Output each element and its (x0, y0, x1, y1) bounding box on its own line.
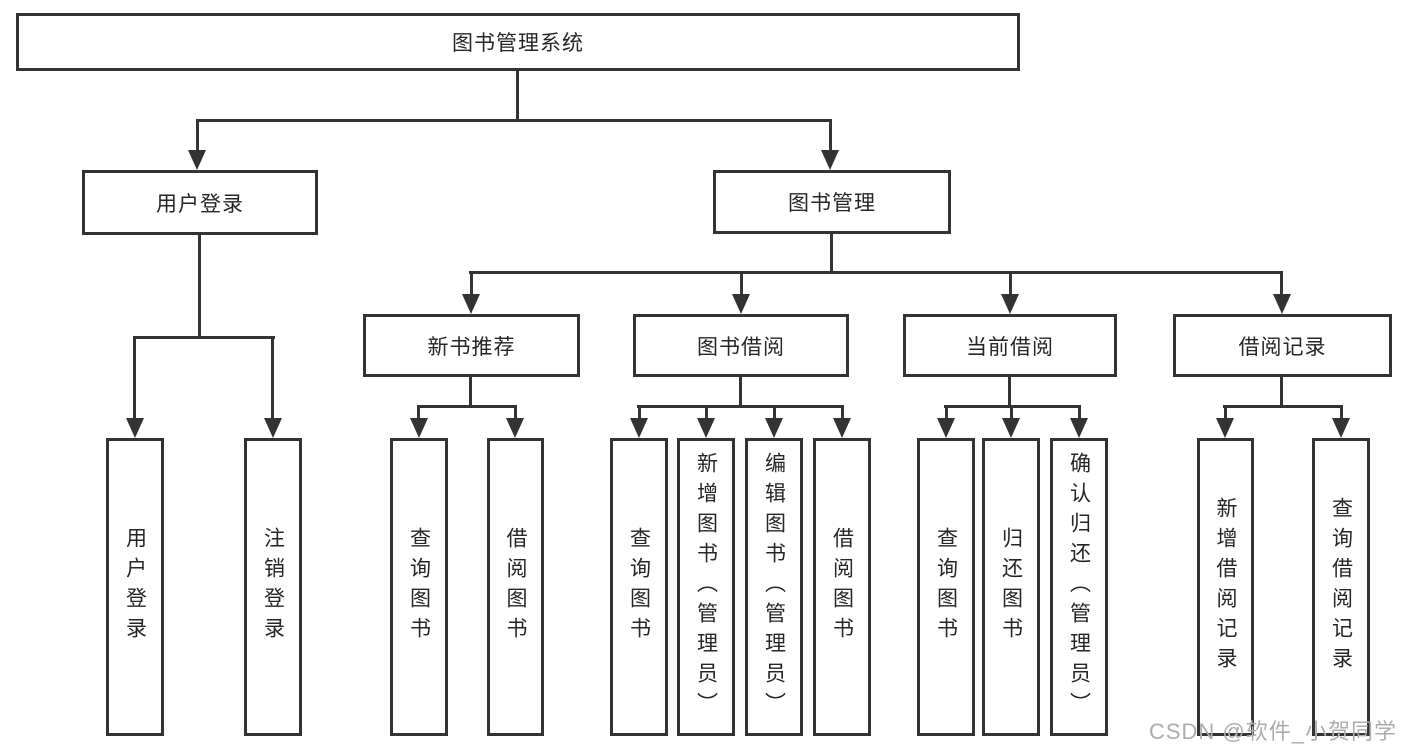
node-book-management: 图书管理 (713, 170, 951, 234)
leaf-edit-books-admin-label: 编辑图书（管理员） (762, 452, 786, 722)
arrow-down-icon (264, 418, 282, 438)
connector-drop-user-login (196, 119, 199, 153)
connector-book-borrow-bar (637, 405, 844, 408)
leaf-add-books-admin: 新增图书（管理员） (677, 438, 735, 736)
leaf-user-login-label: 用户登录 (123, 527, 147, 647)
leaf-logout: 注销登录 (244, 438, 302, 736)
arrow-down-icon (732, 294, 750, 314)
arrow-down-icon (630, 418, 648, 438)
node-user-login: 用户登录 (82, 170, 318, 235)
arrow-down-icon (937, 418, 955, 438)
node-book-borrow: 图书借阅 (633, 314, 849, 377)
arrow-down-icon (1216, 418, 1234, 438)
connector-book-management-stem (830, 233, 833, 274)
connector-new-book-bar (417, 405, 517, 408)
node-borrow-records-label: 借阅记录 (1238, 335, 1327, 359)
connector-drop-leaf-logout (271, 336, 274, 420)
arrow-down-icon (462, 294, 480, 314)
connector-root-bar (196, 119, 832, 122)
leaf-borrow-books: 借阅图书 (487, 438, 544, 736)
connector-drop (841, 405, 844, 420)
connector-drop-borrow-records (1280, 271, 1283, 297)
connector-drop (945, 405, 948, 420)
arrow-down-icon (765, 418, 783, 438)
leaf-query-books-label: 查询图书 (407, 527, 431, 647)
connector-new-book-stem (469, 376, 472, 408)
connector-book-management-bar (469, 271, 1283, 274)
leaf-query-books: 查询图书 (917, 438, 975, 736)
node-book-management-label: 图书管理 (788, 192, 876, 215)
leaf-query-borrow-record: 查询借阅记录 (1312, 438, 1370, 736)
connector-drop (638, 405, 641, 420)
node-current-borrow-label: 当前借阅 (966, 335, 1054, 359)
connector-drop-new-book (470, 271, 473, 297)
node-user-login-label: 用户登录 (156, 192, 244, 216)
arrow-down-icon (410, 418, 428, 438)
leaf-borrow-books-label: 借阅图书 (830, 527, 854, 647)
leaf-return-books: 归还图书 (982, 438, 1040, 736)
arrow-down-icon (1332, 418, 1350, 438)
leaf-add-borrow-record: 新增借阅记录 (1197, 438, 1254, 736)
connector-drop (1340, 405, 1343, 420)
arrow-down-icon (833, 418, 851, 438)
connector-drop (1078, 405, 1081, 420)
arrow-down-icon (697, 418, 715, 438)
arrow-down-icon (1001, 294, 1019, 314)
connector-user-login-bar (133, 336, 275, 339)
connector-drop-current-borrow (1009, 271, 1012, 297)
node-current-borrow: 当前借阅 (903, 314, 1117, 377)
arrow-down-icon (506, 418, 524, 438)
connector-drop (417, 405, 420, 420)
csdn-watermark: CSDN @软件_小贺同学 (1148, 719, 1397, 744)
connector-borrow-records-stem (1280, 376, 1283, 408)
arrow-down-icon (188, 150, 206, 170)
arrow-down-icon (1070, 418, 1088, 438)
leaf-logout-label: 注销登录 (261, 527, 285, 647)
connector-current-borrow-stem (1008, 376, 1011, 408)
leaf-query-borrow-record-label: 查询借阅记录 (1329, 497, 1353, 677)
arrow-down-icon (126, 418, 144, 438)
node-root-library-system: 图书管理系统 (16, 13, 1020, 71)
connector-drop (1224, 405, 1227, 420)
leaf-confirm-return-admin: 确认归还（管理员） (1050, 438, 1108, 736)
arrow-down-icon (1273, 294, 1291, 314)
leaf-query-books-label: 查询图书 (627, 527, 651, 647)
node-new-book-recommend: 新书推荐 (363, 314, 580, 377)
connector-drop (1010, 405, 1013, 420)
connector-drop (514, 405, 517, 420)
connector-book-borrow-stem (739, 376, 742, 408)
connector-root-stem (516, 70, 519, 121)
leaf-query-books: 查询图书 (390, 438, 448, 736)
connector-drop (773, 405, 776, 420)
connector-user-login-stem (198, 235, 201, 339)
connector-drop-book-borrow (740, 271, 743, 297)
leaf-user-login: 用户登录 (106, 438, 164, 736)
arrow-down-icon (1002, 418, 1020, 438)
connector-drop (705, 405, 708, 420)
leaf-return-books-label: 归还图书 (999, 527, 1023, 647)
arrow-down-icon (821, 150, 839, 170)
node-book-borrow-label: 图书借阅 (697, 335, 785, 359)
leaf-add-borrow-record-label: 新增借阅记录 (1214, 497, 1238, 677)
leaf-query-books: 查询图书 (610, 438, 668, 736)
connector-borrow-records-bar (1223, 405, 1343, 408)
node-new-book-recommend-label: 新书推荐 (427, 335, 516, 359)
connector-drop-book-management (829, 119, 832, 153)
node-root-label: 图书管理系统 (452, 32, 584, 55)
leaf-confirm-return-admin-label: 确认归还（管理员） (1067, 452, 1091, 722)
leaf-borrow-books-label: 借阅图书 (504, 527, 528, 647)
connector-drop-leaf-user-login (133, 336, 136, 420)
leaf-add-books-admin-label: 新增图书（管理员） (694, 452, 718, 722)
leaf-query-books-label: 查询图书 (934, 527, 958, 647)
node-borrow-records: 借阅记录 (1173, 314, 1392, 377)
leaf-borrow-books: 借阅图书 (813, 438, 871, 736)
leaf-edit-books-admin: 编辑图书（管理员） (745, 438, 803, 736)
